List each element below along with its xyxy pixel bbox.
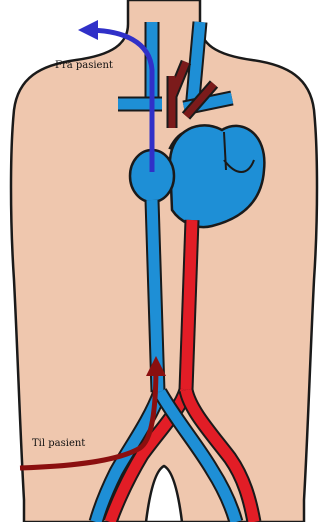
- to-patient-label: Til pasient: [32, 438, 85, 449]
- from-patient-label: Fra pasient: [55, 60, 113, 71]
